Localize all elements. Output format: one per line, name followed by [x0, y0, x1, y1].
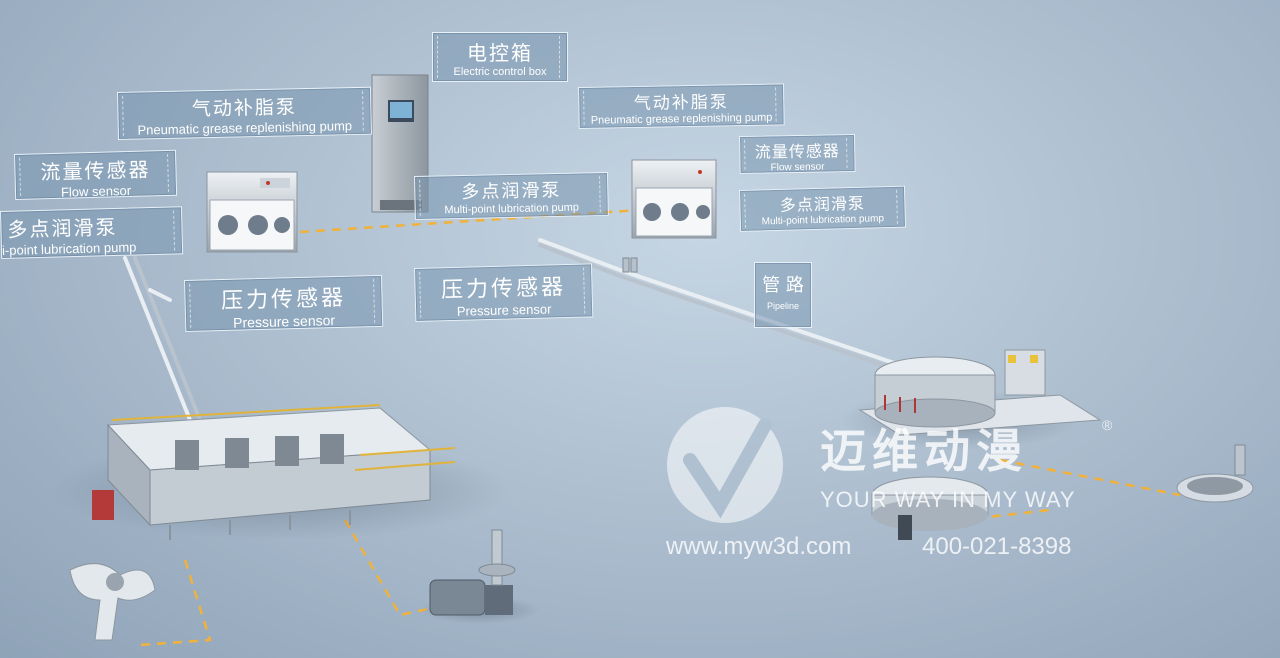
- label-zh: 电控箱: [467, 41, 533, 65]
- label-multipoint-pump-left: 多点润滑泵 i-point lubrication pump: [0, 206, 184, 259]
- label-en: Pipeline: [766, 301, 800, 311]
- label-multipoint-pump-right: 多点润滑泵 Multi-point lubrication pump: [739, 185, 907, 232]
- label-electric-control-box: 电控箱 Electric control box: [432, 32, 568, 82]
- label-pressure-sensor-left: 压力传感器 Pressure sensor: [184, 274, 384, 332]
- label-zh: 流量传感器: [754, 141, 840, 162]
- star-wheel-component: [1176, 444, 1254, 503]
- label-grease-pump-left: 气动补脂泵 Pneumatic grease replenishing pump: [117, 86, 372, 140]
- label-flow-sensor-left: 流量传感器 Flow sensor: [14, 149, 178, 200]
- watermark-brand: 迈维动漫: [820, 424, 1028, 478]
- label-zh: 压力传感器: [440, 275, 567, 304]
- watermark-website: www.myw3d.com: [666, 533, 852, 560]
- pressure-sensor-device: [622, 257, 638, 273]
- watermark-registered-mark: ®: [1102, 417, 1113, 433]
- brand-watermark: 迈维动漫 ® YOUR WAY IN MY WAY www.myw3d.com …: [660, 405, 1120, 565]
- production-line-machine: [50, 404, 510, 540]
- label-pressure-sensor-center: 压力传感器 Pressure sensor: [414, 263, 594, 322]
- turntable-component: [871, 476, 989, 540]
- label-flow-sensor-right: 流量传感器 Flow sensor: [739, 133, 856, 174]
- label-pipeline: 管 路 Pipeline: [754, 262, 812, 328]
- watermark-slogan: YOUR WAY IN MY WAY: [820, 487, 1076, 512]
- label-zh: 多点润滑泵: [461, 179, 562, 204]
- label-grease-pump-right: 气动补脂泵 Pneumatic grease replenishing pump: [578, 83, 785, 129]
- electric-control-box: [371, 74, 429, 213]
- rotary-filling-machine: [840, 349, 1102, 450]
- brand-logo-icon: [667, 407, 783, 523]
- label-zh: 流量传感器: [40, 157, 151, 185]
- label-zh: 多点润滑泵: [7, 214, 118, 242]
- label-zh: 管 路: [762, 275, 804, 296]
- label-multipoint-pump-center: 多点润滑泵 Multi-point lubrication pump: [414, 171, 609, 220]
- label-en: Electric control box: [453, 66, 547, 78]
- watermark-phone: 400-021-8398: [922, 533, 1072, 560]
- label-en: Flow sensor: [770, 161, 825, 174]
- label-zh: 气动补脂泵: [633, 92, 729, 115]
- right-pump-cabinet: [631, 159, 717, 239]
- dashed-links: [139, 208, 1181, 647]
- pipelines: [123, 238, 902, 422]
- gear-motor-component: [420, 529, 540, 624]
- cam-bracket-component: [69, 563, 156, 641]
- label-en: Pneumatic grease replenishing pump: [590, 111, 773, 127]
- label-zh: 压力传感器: [220, 285, 347, 315]
- left-pump-cabinet: [206, 171, 298, 253]
